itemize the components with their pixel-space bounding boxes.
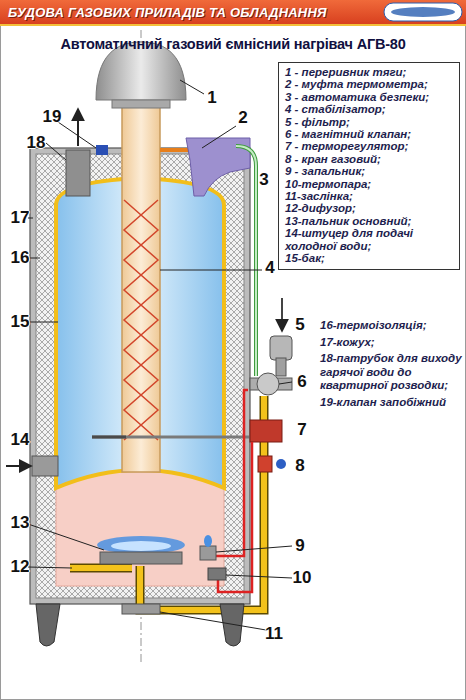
header-band: БУДОВА ГАЗОВИХ ПРИЛАДІВ ТА ОБЛАДНАННЯ: [0, 0, 466, 24]
box-text: 14-штуцер для подачі холодної води;: [285, 227, 454, 252]
safety-tube-core: [236, 146, 256, 376]
pilot-line: [216, 390, 248, 556]
leader-line: [28, 258, 40, 259]
callout-number: 13: [11, 513, 30, 533]
thermocouple: [208, 568, 226, 580]
box-text: 13-пальник основний;: [285, 215, 454, 227]
leg: [220, 604, 244, 646]
flow-arrow: [77, 110, 79, 146]
leader-line: [28, 322, 58, 323]
filter: [270, 336, 292, 360]
callout-number: 2: [238, 108, 247, 128]
box-text: 11-заслінка;: [285, 190, 454, 202]
callout-number: 18: [27, 133, 46, 153]
box-text: 8 - кран газовий;: [285, 153, 454, 165]
gas-pipe-outline: [140, 396, 264, 610]
part-name: 19-клапан запобіжний: [320, 396, 462, 410]
gas-tap: [258, 456, 272, 472]
part-name: 16-термоізоляція;: [320, 319, 462, 333]
leg: [36, 604, 60, 646]
box-text: 4 - стабілізатор;: [285, 103, 454, 115]
leader-line: [160, 270, 262, 271]
thermostat-rod: [92, 436, 250, 439]
callout-number: 4: [265, 258, 274, 278]
key-box: 1 - переривник тяги;2 - муфта термометра…: [278, 62, 460, 270]
leader-line: [202, 126, 236, 148]
flow-arrow: [6, 465, 30, 467]
box-text: 5 - фільтр;: [285, 116, 454, 128]
box-text: 7 - терморегулятор;: [285, 140, 454, 152]
filter-neck: [276, 358, 286, 376]
leader-line: [58, 122, 96, 148]
magnetic-valve: [257, 373, 279, 395]
callout-number: 16: [11, 248, 30, 268]
callout-number: 12: [11, 557, 30, 577]
callout-number: 6: [297, 372, 306, 392]
callout-number: 5: [295, 315, 304, 335]
cold-water-inlet: [32, 456, 58, 476]
gas-arrow: [281, 298, 283, 330]
diffuser: [70, 565, 132, 571]
thermostat-tip: [92, 436, 126, 439]
callout-number: 10: [293, 568, 312, 588]
box-text: БУДОВА ГАЗОВИХ ПРИЛАДІВ ТА ОБЛАДНАННЯ: [8, 5, 327, 20]
box-text: 9 - запальник;: [285, 165, 454, 177]
stabilizer: [124, 200, 158, 440]
leader-line: [28, 567, 72, 568]
callout-number: 3: [259, 170, 268, 190]
callout-number: 15: [11, 312, 30, 332]
leader-line: [160, 612, 266, 630]
leader-line: [226, 575, 292, 578]
box-text: 10-термопара;: [285, 178, 454, 190]
pilot: [200, 546, 216, 560]
leader-line: [28, 524, 104, 550]
flue: [122, 95, 160, 472]
stabilizer: [124, 200, 158, 440]
damper: [122, 604, 160, 614]
box-text: 15-бак;: [285, 252, 454, 264]
logo-badge: [384, 3, 462, 21]
callout-number: 8: [295, 456, 304, 476]
callout-number: 11: [265, 624, 283, 644]
parts-list: 16-термоізоляція; 17-кожух; 18-патрубок дл…: [320, 319, 462, 412]
callout-number: 1: [207, 88, 216, 108]
diagram-title: Автоматичний газовий ємнісний нагрівач А…: [0, 36, 466, 52]
safety-valve: [96, 145, 108, 155]
leader-line: [216, 546, 292, 552]
callout-number: 7: [297, 420, 306, 440]
box-text: 3 - автоматика безпеки;: [285, 91, 454, 103]
box-text: 6 - магнітний клапан;: [285, 128, 454, 140]
header-stripe: [0, 24, 466, 26]
part-name: 17-кожух;: [320, 336, 462, 350]
callout-number: 9: [295, 536, 304, 556]
pilot-flame: [204, 535, 212, 547]
leader-line: [46, 143, 66, 160]
logo-mark: [391, 7, 455, 17]
burner-flame-core: [111, 541, 171, 551]
box-text: 2 - муфта термометра;: [285, 78, 454, 90]
burner: [100, 552, 182, 564]
header-band-fill: [0, 0, 466, 24]
callout-number: 14: [11, 430, 30, 450]
callout-number: 19: [43, 107, 62, 127]
hot-water-outlet: [66, 150, 90, 196]
thermostat: [250, 420, 282, 442]
box-text: 1 - переривник тяги;: [285, 66, 454, 78]
callout-number: 17: [11, 208, 30, 228]
gas-pipe: [140, 396, 264, 610]
safety-tube: [236, 146, 256, 376]
part-name: 18-патрубок для виходу гарячої води до к…: [320, 352, 462, 393]
leader-line: [279, 382, 292, 384]
burner-flame: [97, 536, 185, 554]
leader-line: [180, 80, 204, 94]
diffuser-outline: [70, 564, 132, 573]
gas-tap-handle: [276, 459, 286, 469]
draft-diverter-collar: [112, 100, 170, 108]
box-text: 12-дифузор;: [285, 202, 454, 214]
